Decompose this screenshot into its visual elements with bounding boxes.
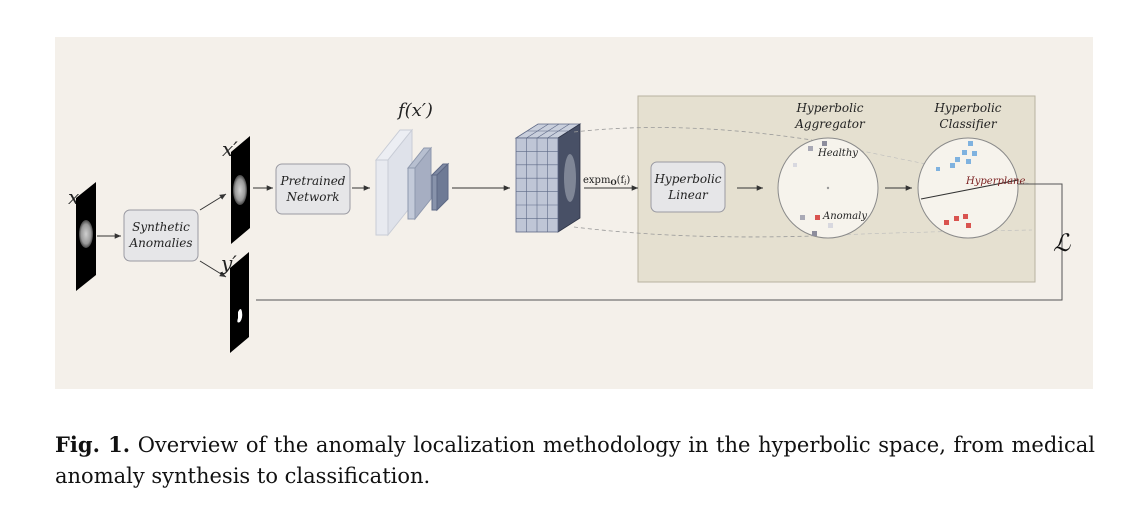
pretrained-label-1: Pretrained: [280, 174, 346, 188]
hyp-linear-label-2: Linear: [667, 188, 709, 202]
pretrained-network-box: Pretrained Network: [275, 163, 351, 215]
aggregator-label-1: Hyperbolic: [795, 101, 863, 115]
svg-text:expmO(fi): expmO(fi): [583, 175, 630, 187]
aggregator-label-2: Aggregator: [794, 117, 866, 131]
synthetic-label-1: Synthetic: [132, 220, 190, 234]
input-image: [76, 182, 96, 291]
hyperbolic-classifier-disk: Hyperplane: [917, 137, 1025, 239]
synthetic-label-2: Anomalies: [128, 236, 192, 250]
hyperbolic-aggregator-disk: Healthy Anomaly: [777, 137, 879, 239]
feature-cube: [514, 123, 582, 233]
methodology-diagram: x Synthetic Anomalies x′ y′ Pretrained N…: [68, 95, 1071, 353]
hyperplane-label: Hyperplane: [965, 176, 1025, 187]
figure-caption: Fig. 1. Overview of the anomaly localiza…: [55, 429, 1095, 492]
pretrained-label-2: Network: [286, 190, 340, 204]
healthy-label: Healthy: [817, 148, 858, 159]
synthetic-anomalies-box: Synthetic Anomalies: [123, 209, 199, 262]
anomaly-label: Anomaly: [822, 211, 867, 222]
features-label: f(x′): [396, 100, 433, 121]
classifier-label-1: Hyperbolic: [933, 101, 1001, 115]
caption-text: Overview of the anomaly localization met…: [55, 433, 1096, 488]
input-label: x: [68, 185, 79, 209]
expmap-label: expmO(fi): [583, 175, 630, 187]
feature-maps: [374, 128, 450, 237]
y-prime-mask: [230, 252, 249, 353]
hyp-linear-label-1: Hyperbolic: [653, 172, 721, 186]
classifier-label-2: Classifier: [939, 117, 997, 131]
hyperbolic-linear-box: Hyperbolic Linear: [650, 161, 726, 213]
x-prime-image: [231, 136, 250, 244]
figure-number: Fig. 1.: [55, 432, 131, 457]
loss-label: ℒ: [1053, 229, 1071, 257]
